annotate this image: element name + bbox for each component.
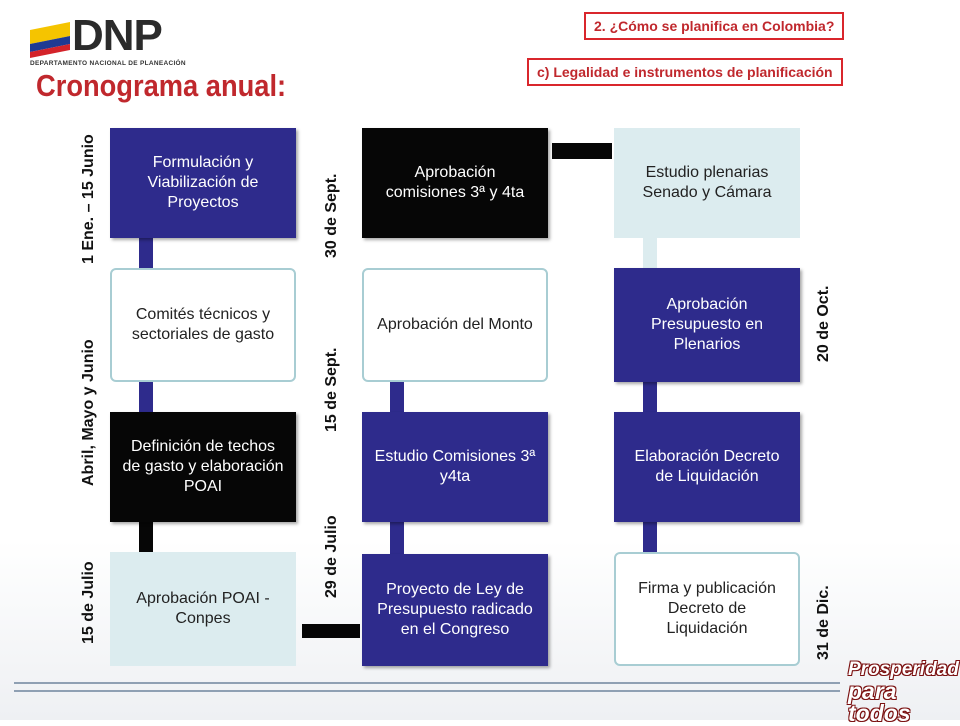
connector-col1-col2 [302,624,360,638]
step-techos-gasto: Definición de techos de gasto y elaborac… [110,412,296,522]
footer-divider [14,682,840,692]
dnp-logo-subtitle: DEPARTAMENTO NACIONAL DE PLANEACIÓN [30,60,186,67]
date-label: 15 de Julio [80,561,97,644]
connector [643,382,657,412]
date-label: 31 de Dic. [815,585,832,660]
step-decreto-liquidacion: Elaboración Decreto de Liquidación [614,412,800,522]
subsection-tag: c) Legalidad e instrumentos de planifica… [527,58,843,86]
step-firma-publicacion: Firma y publicación Decreto de Liquidaci… [614,552,800,666]
date-label: 20 de Oct. [815,285,832,362]
connector [139,238,153,268]
section-tag: 2. ¿Cómo se planifica en Colombia? [584,12,845,40]
dnp-logo: DNP [72,11,163,60]
connector [643,238,657,268]
step-proyecto-ley: Proyecto de Ley de Presupuesto radicado … [362,554,548,666]
date-label: 30 de Sept. [323,173,340,258]
step-aprobacion-monto: Aprobación del Monto [362,268,548,382]
step-estudio-comisiones: Estudio Comisiones 3ª y4ta [362,412,548,522]
prosperidad-badge: Prosperidad para todos [848,659,959,726]
step-aprobacion-poai: Aprobación POAI - Conpes [110,552,296,666]
step-aprobacion-comisiones: Aprobación comisiones 3ª y 4ta [362,128,548,238]
step-aprobacion-presupuesto: Aprobación Presupuesto en Plenarios [614,268,800,382]
connector [390,522,404,554]
step-comites: Comités técnicos y sectoriales de gasto [110,268,296,382]
colombia-flag-icon [30,22,70,58]
connector [139,382,153,412]
page-title: Cronograma anual: [36,68,287,103]
step-estudio-plenarias: Estudio plenarias Senado y Cámara [614,128,800,238]
connector [139,522,153,552]
date-label: 29 de Julio [323,515,340,598]
date-label: 1 Ene. – 15 Junio [80,134,97,264]
connector-col2-col3 [552,143,612,159]
date-label: Abril, Mayo y Junio [80,339,97,486]
date-label: 15 de Sept. [323,347,340,432]
connector [390,382,404,412]
connector [643,522,657,552]
step-formulacion: Formulación y Viabilización de Proyectos [110,128,296,238]
